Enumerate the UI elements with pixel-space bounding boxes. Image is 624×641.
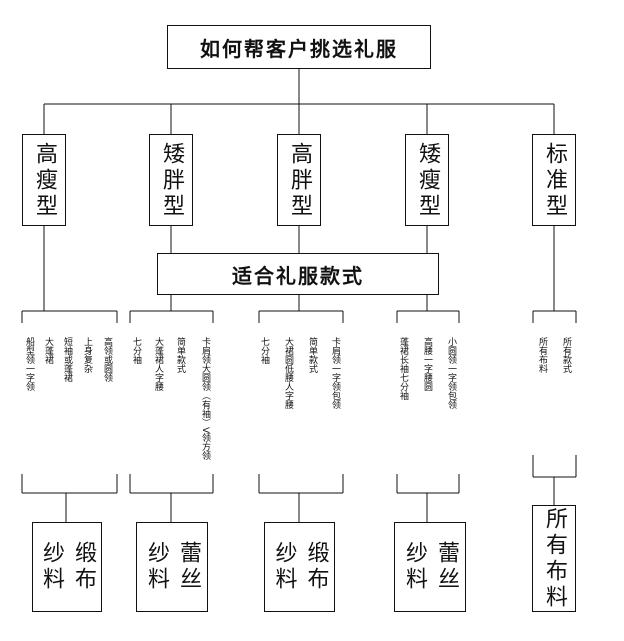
fabric-label: 纱料 [402,541,427,593]
style-item: 高腰一字腰圆 [422,337,432,391]
style-item: 船型领一字领 [24,337,34,391]
style-item: 卡肩领大圆领（有袖）V领方领 [200,337,210,461]
fabric-box: 蕾丝 纱料 [394,522,466,612]
style-item: 大蓬裙人字腰 [153,337,163,391]
diagram-title: 如何帮客户挑选礼服 [167,25,431,69]
body-type-standard: 标准型 [532,134,576,226]
style-item: 简单款式 [175,337,185,373]
style-item: 小圆领一字领包领 [446,337,456,409]
fabric-label: 纱料 [271,541,297,593]
fabric-box-all: 所有布料 [532,505,576,612]
body-type-short-thin: 矮瘦型 [405,134,449,226]
fabric-label: 缎布 [71,541,96,593]
style-item: 大蓬裙 [43,337,53,364]
fabric-box: 缎布 纱料 [32,522,102,612]
body-type-tall-thin: 高瘦型 [22,134,66,226]
fabric-label: 纱料 [144,541,169,593]
style-item: 七分袖 [259,337,269,364]
fabric-box: 缎布 纱料 [264,522,335,612]
fabric-label: 蕾丝 [176,541,201,593]
style-item: 所有款式 [561,337,571,373]
body-type-short-heavy: 矮胖型 [149,134,193,226]
style-item: 蓬裙长袖七分袖 [398,337,408,400]
style-item: 大裙圆低腰人字腰 [283,337,293,409]
style-item: 所有布料 [537,337,547,373]
fabric-label: 纱料 [39,541,64,593]
style-item: 七分袖 [131,337,141,364]
fabric-label: 所有布料 [542,506,567,611]
fabric-label: 蕾丝 [434,541,459,593]
fabric-label: 缎布 [303,541,329,593]
body-type-tall-heavy: 高胖型 [277,134,321,226]
style-item: 高领或圆领 [102,337,112,382]
style-item: 简单款式 [307,337,317,373]
style-item: 卡肩领一字领包领 [330,337,340,409]
fabric-box: 蕾丝 纱料 [136,522,208,612]
suitable-styles-label: 适合礼服款式 [157,253,439,295]
style-item: 上身复杂 [82,337,92,373]
style-item: 短袖或蓬裙 [62,337,72,382]
